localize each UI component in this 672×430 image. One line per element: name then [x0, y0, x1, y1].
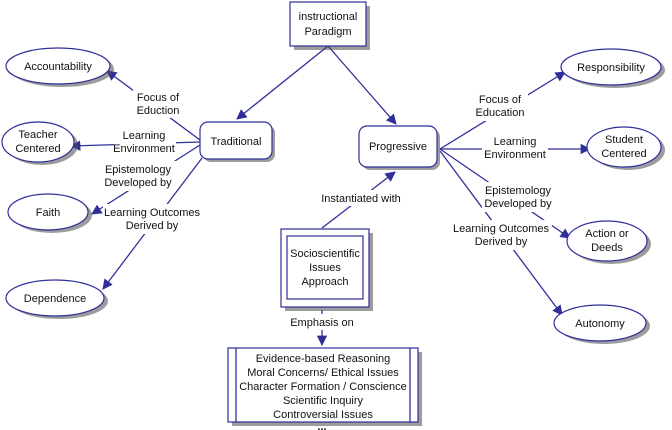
svg-text:Developed by: Developed by [104, 177, 172, 189]
edge-label-emphasis: Emphasis on [288, 314, 358, 330]
svg-text:Emphasis on: Emphasis on [290, 317, 354, 329]
svg-text:Instantiated with: Instantiated with [321, 193, 401, 205]
svg-text:Approach: Approach [301, 276, 348, 288]
edge-label-left-outcomes: Learning Outcomes Derived by [103, 204, 203, 234]
edge-label-right-learning: Learning Environment [482, 133, 548, 163]
svg-text:Issues: Issues [309, 262, 341, 274]
svg-text:Environment: Environment [484, 149, 546, 161]
edge-label-left-focus: Focus of Eduction [133, 88, 183, 118]
svg-text:Learning: Learning [123, 130, 166, 142]
emphasis-item: Moral Concerns/ Ethical Issues [247, 367, 399, 379]
svg-text:Derived by: Derived by [126, 220, 179, 232]
svg-text:Education: Education [476, 107, 525, 119]
svg-text:Teacher: Teacher [18, 129, 57, 141]
edge-label-instantiated: Instantiated with [318, 190, 404, 206]
emphasis-item: Character Formation / Conscience [239, 381, 407, 393]
svg-text:Learning Outcomes: Learning Outcomes [453, 223, 549, 235]
svg-text:Action or: Action or [585, 228, 629, 240]
svg-text:Autonomy: Autonomy [575, 318, 625, 330]
edge-label-right-outcomes: Learning Outcomes Derived by [450, 220, 552, 250]
svg-text:Responsibility: Responsibility [577, 62, 645, 74]
svg-text:Socioscientific: Socioscientific [290, 248, 360, 260]
emphasis-item: Evidence-based Reasoning [256, 353, 391, 365]
node-action-or-deeds: Action or Deeds [566, 220, 651, 264]
svg-text:Epistemology: Epistemology [105, 164, 172, 176]
svg-text:instructional: instructional [299, 11, 358, 23]
node-instructional-paradigm: instructional Paradigm [289, 1, 370, 50]
node-autonomy: Autonomy [553, 304, 650, 344]
node-faith: Faith [7, 193, 92, 233]
svg-text:Paradigm: Paradigm [304, 26, 351, 38]
edge-paradigm-traditional [236, 45, 329, 120]
svg-text:Faith: Faith [36, 207, 60, 219]
svg-text:Centered: Centered [601, 148, 646, 160]
node-teacher-centered: Teacher Centered [1, 121, 78, 165]
node-student-centered: Student Centered [586, 126, 665, 170]
node-progressive: Progressive [358, 125, 440, 170]
svg-text:Learning Outcomes: Learning Outcomes [104, 207, 200, 219]
emphasis-item: Scientific Inquiry [283, 395, 364, 407]
svg-text:Developed by: Developed by [484, 198, 552, 210]
svg-text:Learning: Learning [494, 136, 537, 148]
svg-text:Environment: Environment [113, 143, 175, 155]
svg-text:Student: Student [605, 134, 643, 146]
svg-text:Focus of: Focus of [137, 92, 180, 104]
svg-text:Traditional: Traditional [211, 136, 262, 148]
node-responsibility: Responsibility [560, 48, 665, 88]
node-emphasis-list: Evidence-based Reasoning Moral Concerns/… [227, 347, 422, 426]
svg-text:Accountability: Accountability [24, 61, 92, 73]
svg-text:Eduction: Eduction [137, 105, 180, 117]
svg-text:Focus of: Focus of [479, 94, 522, 106]
node-accountability: Accountability [5, 47, 114, 87]
ellipsis: ... [317, 421, 326, 430]
edge-paradigm-progressive [327, 45, 397, 125]
svg-text:Deeds: Deeds [591, 242, 623, 254]
node-dependence: Dependence [5, 279, 108, 319]
svg-text:Dependence: Dependence [24, 293, 86, 305]
svg-text:Centered: Centered [15, 143, 60, 155]
edge-label-left-learning: Learning Environment [113, 127, 176, 157]
node-ssi-approach: Socioscientific Issues Approach [280, 228, 373, 311]
node-traditional: Traditional [199, 121, 275, 162]
edge-label-right-focus: Focus of Education [472, 91, 528, 121]
edge-label-right-epistemology: Epistemology Developed by [482, 182, 556, 212]
svg-text:Progressive: Progressive [369, 141, 427, 153]
edge-label-left-epistemology: Epistemology Developed by [102, 161, 176, 191]
svg-text:Derived by: Derived by [475, 236, 528, 248]
svg-text:Epistemology: Epistemology [485, 185, 552, 197]
emphasis-item: Controversial Issues [273, 409, 373, 421]
